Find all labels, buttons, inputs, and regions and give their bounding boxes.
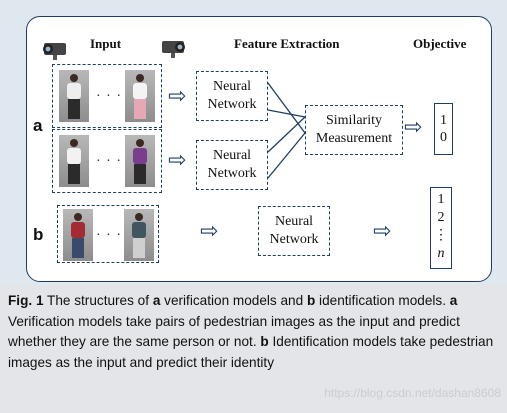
box-line: Neural — [212, 79, 252, 94]
camera-icon — [162, 41, 185, 58]
output-value: ⋮ — [434, 228, 448, 243]
output-value: 0 — [440, 130, 447, 145]
output-value: 1 — [440, 113, 447, 128]
arrow-icon: ⇨ — [168, 148, 187, 173]
caption-ref-b: b — [306, 293, 316, 308]
watermark: https://blog.csdn.net/dashan8608 — [324, 386, 501, 400]
input-images-a-top: · · · — [52, 64, 162, 128]
box-line: Network — [269, 232, 319, 247]
box-line: Measurement — [315, 131, 393, 146]
caption-ref-a: a — [152, 293, 161, 308]
pedestrian-image — [124, 209, 154, 261]
caption-ref-a: a — [449, 293, 458, 308]
verification-output-box: 1 0 — [434, 103, 453, 155]
header-feature-extraction: Feature Extraction — [234, 36, 340, 51]
caption-text: Verification models take pairs of pedest… — [8, 313, 460, 350]
box-line: Network — [207, 97, 257, 112]
output-value: 1 — [437, 192, 445, 207]
row-label-b: b — [33, 225, 44, 244]
ellipsis: · · · — [96, 228, 122, 243]
connector-lines — [267, 82, 306, 179]
header-input: Input — [90, 36, 122, 51]
arrow-icon: ⇨ — [373, 219, 392, 244]
pedestrian-image — [125, 70, 155, 122]
camera-icon — [43, 43, 66, 60]
box-line: Network — [207, 166, 257, 181]
connector-line — [267, 116, 306, 153]
ellipsis: · · · — [96, 89, 122, 104]
output-value: 2 — [437, 210, 445, 225]
figure-caption: Fig. 1 The structures of a verification … — [8, 291, 503, 373]
connector-line — [267, 132, 306, 179]
caption-text: verification models and — [160, 293, 307, 308]
caption-ref-b: b — [260, 334, 269, 349]
connector-line — [267, 109, 306, 118]
arrow-icon: ⇨ — [404, 115, 423, 140]
caption-text: The structures of — [43, 293, 153, 308]
input-images-b: · · · — [57, 205, 159, 263]
header-objective: Objective — [413, 36, 467, 51]
box-line: Neural — [274, 214, 314, 229]
arrow-icon: ⇨ — [168, 84, 187, 109]
row-label-a: a — [33, 116, 43, 135]
connector-line — [267, 82, 306, 134]
pedestrian-image — [63, 209, 93, 261]
ellipsis: · · · — [96, 154, 122, 169]
identification-output-box: 1 2 ⋮ n — [430, 187, 452, 269]
box-line: Similarity — [325, 113, 382, 128]
caption-text: Identification models take pedestrian im… — [8, 334, 494, 370]
pedestrian-image — [125, 135, 155, 187]
arrow-icon: ⇨ — [200, 219, 219, 244]
caption-fig-label: Fig. 1 — [8, 293, 44, 308]
input-images-a-bottom: · · · — [52, 129, 162, 193]
output-value: n — [437, 246, 445, 261]
pedestrian-image — [59, 70, 89, 122]
pedestrian-image — [59, 135, 89, 187]
caption-text: identification models. — [315, 293, 450, 308]
box-line: Neural — [212, 148, 252, 163]
